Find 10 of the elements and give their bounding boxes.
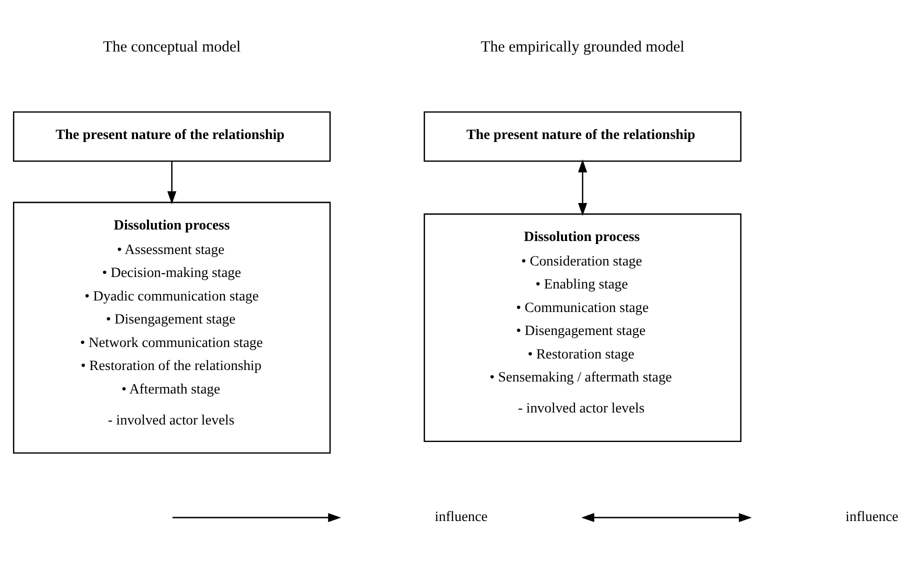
node-box: The present nature of the relationship (424, 110, 742, 162)
node-box: Dissolution process • Consideration stage • Enabling stage • Communication stage • Disengagement stage • Restoration stage • Sensemaking / aftermath stage - involved actor levels (424, 212, 742, 442)
arrow (167, 160, 176, 204)
node-box: Dissolution process • Assessment stage • Decision-making stage • Dyadic communication stage • Disengagement stage • Network communication stage • Restoration of the relationship • Aftermath stage - involved actor levels (12, 201, 331, 454)
legend-label: influence (846, 508, 898, 525)
label: The conceptual model (102, 38, 241, 55)
label: The empirically grounded model (480, 38, 684, 55)
arrow (578, 158, 588, 216)
node-box: The present nature of the relationship (12, 110, 331, 162)
legend-label: influence (434, 508, 488, 525)
